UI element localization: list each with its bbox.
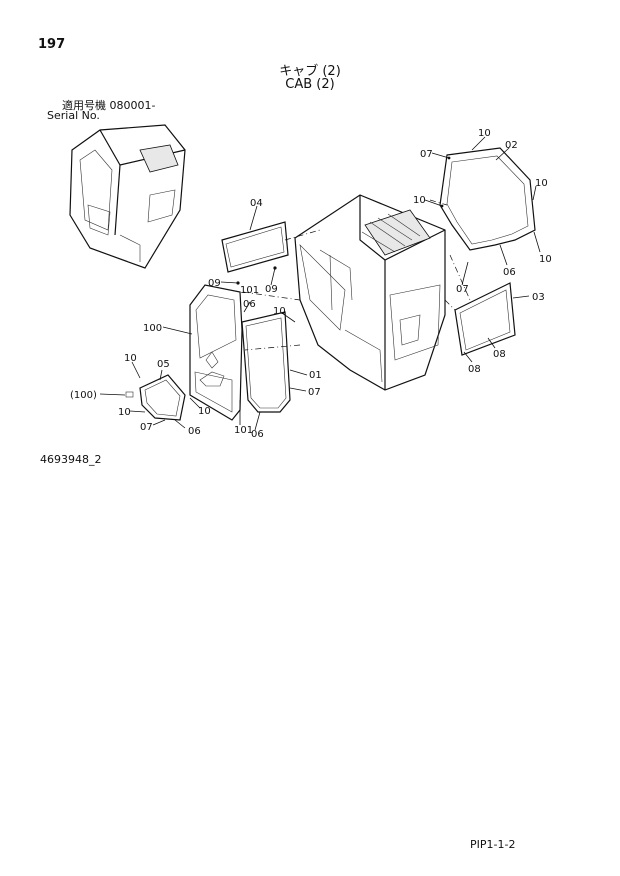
callout-100: 100: [143, 323, 162, 334]
page-title-japanese: キャブ (2): [279, 64, 341, 79]
page-title-english: CAB (2): [285, 77, 335, 92]
callout-09: 09: [208, 278, 221, 289]
page-code: PIP1-1-2: [470, 838, 516, 851]
rear-glass-02: [439, 147, 536, 251]
callout-labels: 10 07 02 10 10 10 06 07 03 08 08 04 09 1…: [70, 128, 552, 440]
callout-101: 101: [240, 285, 259, 296]
callout-10: 10: [413, 195, 426, 206]
page-number: 197: [38, 37, 66, 52]
callout-07: 07: [308, 387, 321, 398]
callout-07: 07: [140, 422, 153, 433]
serial-label-english: Serial No.: [47, 109, 100, 122]
callout-06: 06: [188, 426, 201, 437]
cab-frame: [294, 194, 446, 391]
alignment-lines: [242, 199, 471, 351]
callout-07: 07: [456, 284, 469, 295]
serial-label-japanese: 適用号機 080001-: [62, 99, 156, 112]
callout-100-parenthesized: (100): [70, 390, 97, 401]
callout-101: 101: [234, 425, 253, 436]
callout-08: 08: [468, 364, 481, 375]
fastener-markers: [125, 156, 451, 398]
side-glass-03: [454, 282, 516, 356]
callout-04: 04: [250, 198, 263, 209]
callout-06: 06: [503, 267, 516, 278]
callout-03: 03: [532, 292, 545, 303]
door-glass-01: [241, 311, 291, 413]
callout-06: 06: [251, 429, 264, 440]
callout-02: 02: [505, 140, 518, 151]
callout-08: 08: [493, 349, 506, 360]
callout-10: 10: [539, 254, 552, 265]
drawing-id: 4693948_2: [40, 453, 102, 466]
callout-09: 09: [265, 284, 278, 295]
callout-05: 05: [157, 359, 170, 370]
door-100: [189, 284, 243, 421]
callout-10: 10: [273, 306, 286, 317]
callout-01: 01: [309, 370, 322, 381]
callout-10: 10: [478, 128, 491, 139]
callout-10: 10: [198, 406, 211, 417]
callout-10: 10: [535, 178, 548, 189]
callout-06: 06: [243, 299, 256, 310]
callout-07: 07: [420, 149, 433, 160]
overview-cab-drawing: [69, 124, 186, 269]
callout-10: 10: [118, 407, 131, 418]
callout-10: 10: [124, 353, 137, 364]
lower-door-glass-05: [139, 374, 186, 421]
leader-lines: [99, 136, 541, 431]
roof-glass-04: [221, 221, 289, 273]
